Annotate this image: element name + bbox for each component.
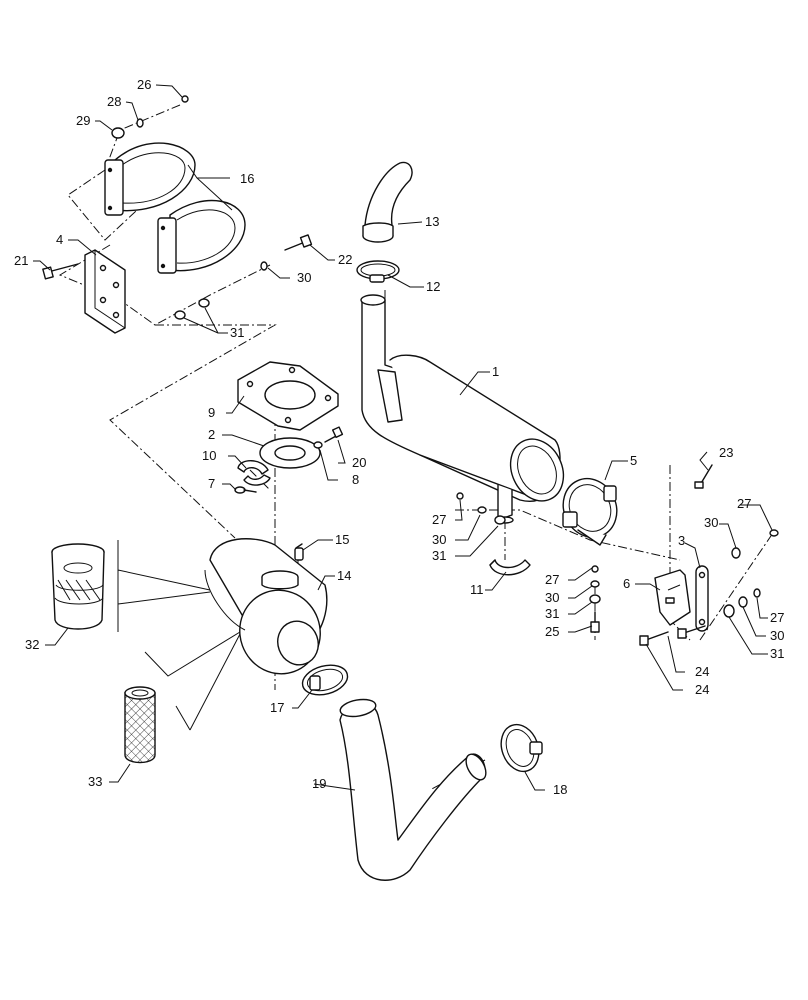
part-19-y-hose <box>339 698 487 881</box>
callout-23: 23 <box>719 445 733 460</box>
part-15-fitting <box>294 543 304 561</box>
callout-10: 10 <box>202 448 216 463</box>
part-33-filter-element <box>124 686 156 764</box>
part-26-nut <box>181 95 189 103</box>
callout-12: 12 <box>426 279 440 294</box>
part-30-lockwasher-top <box>260 261 268 271</box>
part-30-lockwasher-c <box>731 547 741 559</box>
part-24-bolt-b <box>677 625 706 639</box>
callout-32: 32 <box>25 637 39 652</box>
callout-30-top: 30 <box>297 270 311 285</box>
callout-2: 2 <box>208 427 215 442</box>
part-25-bolt <box>590 611 600 633</box>
hardware-top-left <box>42 95 313 320</box>
callout-9: 9 <box>208 405 215 420</box>
part-31-washer-c <box>494 515 506 525</box>
callout-31-bottom: 31 <box>770 646 784 661</box>
part-6-bracket <box>654 569 691 626</box>
part-13-elbow-pipe <box>362 161 413 243</box>
part-17-hose-clamp <box>301 664 349 696</box>
callout-27-right: 27 <box>737 496 751 511</box>
part-9-mount-plate <box>237 361 339 431</box>
part-32-pre-cleaner <box>51 543 105 630</box>
callout-25: 25 <box>545 624 559 639</box>
part-28-lockwasher <box>136 118 144 128</box>
callout-5: 5 <box>630 453 637 468</box>
part-27-nut-d <box>753 588 761 598</box>
part-8-washer <box>313 441 323 449</box>
callout-18: 18 <box>553 782 567 797</box>
callout-3: 3 <box>678 533 685 548</box>
part-23-bolt <box>694 464 713 489</box>
callout-8: 8 <box>352 472 359 487</box>
callout-20: 20 <box>352 455 366 470</box>
part-4-bracket-plate <box>84 249 126 334</box>
callout-16: 16 <box>240 171 254 186</box>
part-14-air-cleaner <box>204 538 328 675</box>
callout-7: 7 <box>208 476 215 491</box>
callout-13: 13 <box>425 214 439 229</box>
part-30-lockwasher-d <box>738 596 748 608</box>
hardware-right <box>639 464 779 646</box>
leader-lines <box>33 84 773 791</box>
callout-24-a: 24 <box>695 664 709 679</box>
part-27-nut-c <box>769 529 779 537</box>
callout-30-lower: 30 <box>545 590 559 605</box>
part-22-bolt <box>284 234 313 251</box>
callout-6: 6 <box>623 576 630 591</box>
part-7-screw <box>234 486 257 494</box>
part-27-nut-a <box>456 492 464 500</box>
callout-31-lower: 31 <box>545 606 559 621</box>
callout-22: 22 <box>338 252 352 267</box>
callout-24-b: 24 <box>695 682 709 697</box>
part-2-gasket <box>259 437 321 469</box>
part-20-bolt <box>324 426 344 443</box>
part-27-nut-b <box>591 565 599 573</box>
part-5-muffler-clamp <box>562 477 618 546</box>
callout-1: 1 <box>492 364 499 379</box>
hardware-mid-right <box>456 492 601 633</box>
callout-labels: 26 28 29 16 4 21 22 30 31 13 12 1 9 2 10… <box>14 77 784 797</box>
callout-27-mid: 27 <box>432 512 446 527</box>
callout-15: 15 <box>335 532 349 547</box>
part-18-hose-clamp <box>500 723 543 773</box>
callout-31-mid: 31 <box>432 548 446 563</box>
part-31-washer-b <box>198 298 210 308</box>
callout-30-right: 30 <box>704 515 718 530</box>
part-30-lockwasher-b <box>590 580 600 588</box>
part-21-bolt <box>42 263 79 280</box>
part-1-muffler <box>360 294 565 524</box>
callout-27-bottom: 27 <box>770 610 784 625</box>
callout-14: 14 <box>337 568 351 583</box>
part-30-lockwasher-a <box>477 506 487 514</box>
callout-31-top: 31 <box>230 325 244 340</box>
part-24-bolt-a <box>639 631 669 646</box>
callout-21: 21 <box>14 253 28 268</box>
callout-33: 33 <box>88 774 102 789</box>
part-3-strap <box>695 565 709 632</box>
callout-4: 4 <box>56 232 63 247</box>
part-10-split-clamp <box>237 460 271 486</box>
part-31-washer-e <box>723 604 735 618</box>
part-12-pipe-clamp <box>356 260 400 283</box>
callout-30-bottom: 30 <box>770 628 784 643</box>
callout-29: 29 <box>76 113 90 128</box>
callout-28: 28 <box>107 94 121 109</box>
part-11-saddle <box>489 559 531 576</box>
part-16-clamp-bands <box>104 142 246 274</box>
callout-19: 19 <box>312 776 326 791</box>
callout-26: 26 <box>137 77 151 92</box>
part-31-washer-a <box>174 310 186 320</box>
part-31-washer-d <box>589 594 601 604</box>
callout-27-lower: 27 <box>545 572 559 587</box>
callout-30-mid: 30 <box>432 532 446 547</box>
callout-17: 17 <box>270 700 284 715</box>
callout-11: 11 <box>470 582 484 597</box>
part-29-washer <box>111 127 125 139</box>
